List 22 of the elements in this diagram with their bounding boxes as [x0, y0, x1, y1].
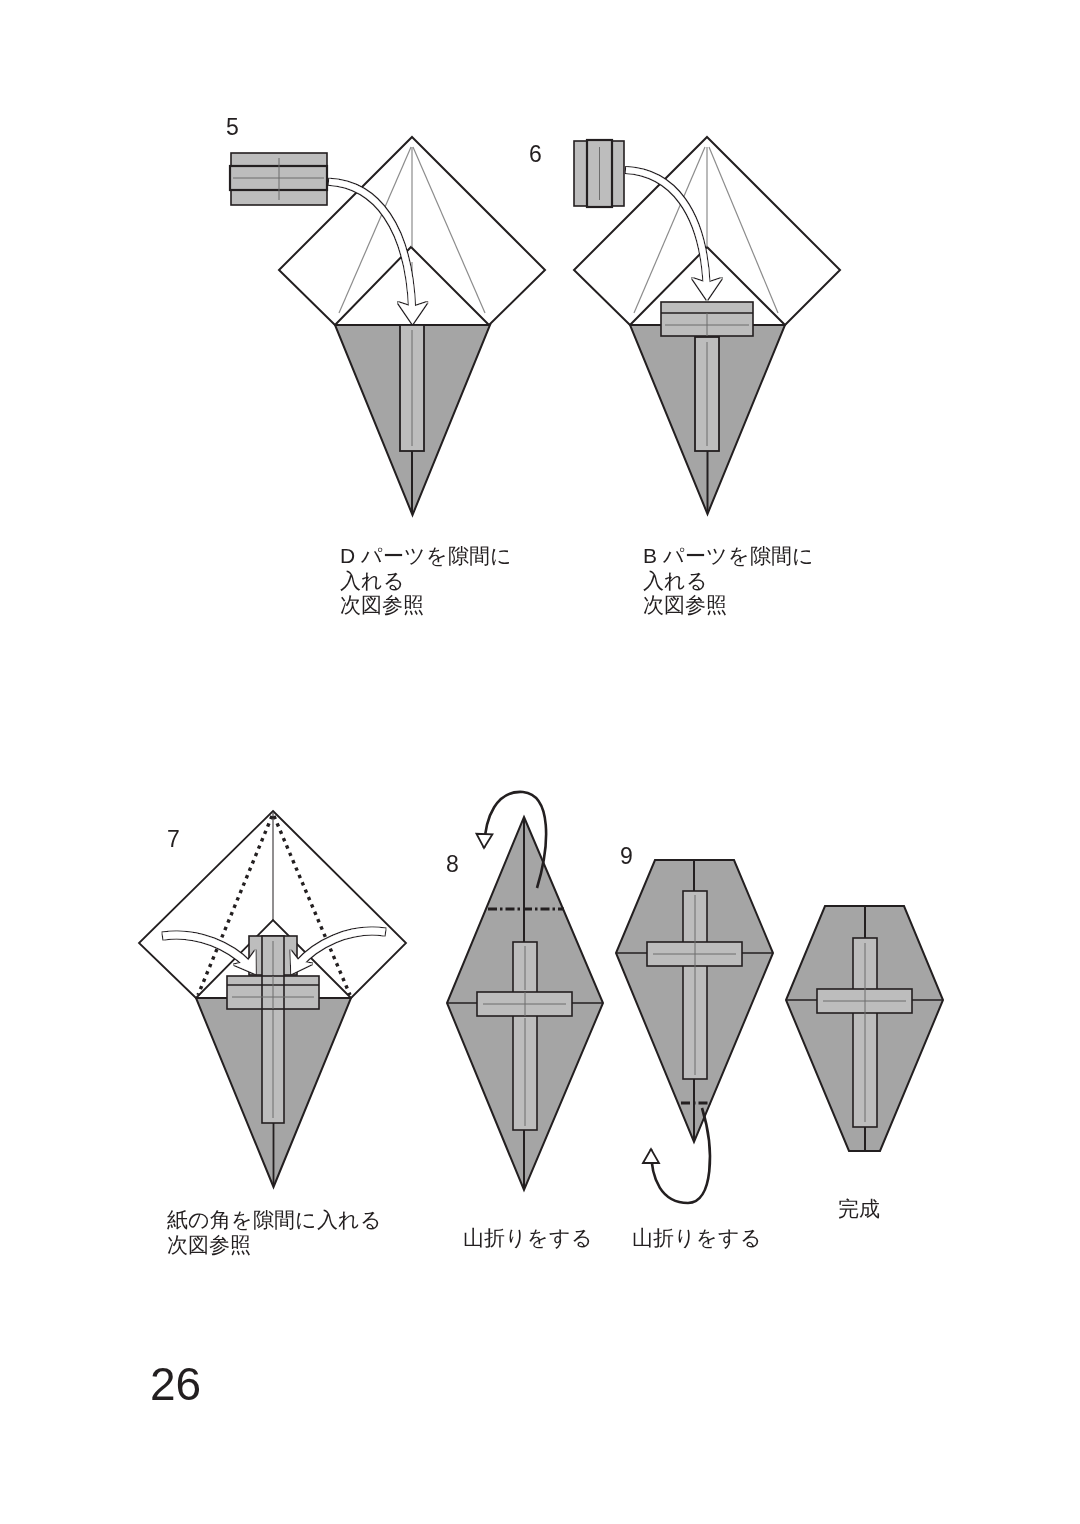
triangle-flap [195, 997, 352, 1188]
triangle-flap [334, 324, 491, 516]
step-number: 6 [529, 141, 542, 168]
instruction-text: 紙の角を隙間に入れる [167, 1208, 382, 1233]
instruction-text: 山折りをする [632, 1226, 762, 1251]
step-number: 9 [620, 843, 633, 870]
instruction-text: 次図参照 [643, 593, 727, 618]
folded-part [229, 151, 329, 207]
instruction-text: B パーツを隙間に入れる [643, 544, 815, 593]
cross-bar [225, 974, 321, 1011]
instruction-text: 山折りをする [463, 1226, 593, 1251]
cross-bar [659, 300, 755, 338]
page-number: 26 [150, 1358, 202, 1411]
instruction-text: 次図参照 [167, 1233, 251, 1258]
instruction-text: 次図参照 [340, 593, 424, 618]
instruction-text: D パーツを隙間に入れる [340, 544, 513, 593]
triangle-flap [629, 324, 786, 515]
folded-part [572, 139, 626, 208]
step-number: 5 [226, 114, 239, 141]
step-number: 7 [167, 826, 180, 853]
step-number: 8 [446, 851, 459, 878]
instruction-text: 完成 [838, 1197, 880, 1222]
